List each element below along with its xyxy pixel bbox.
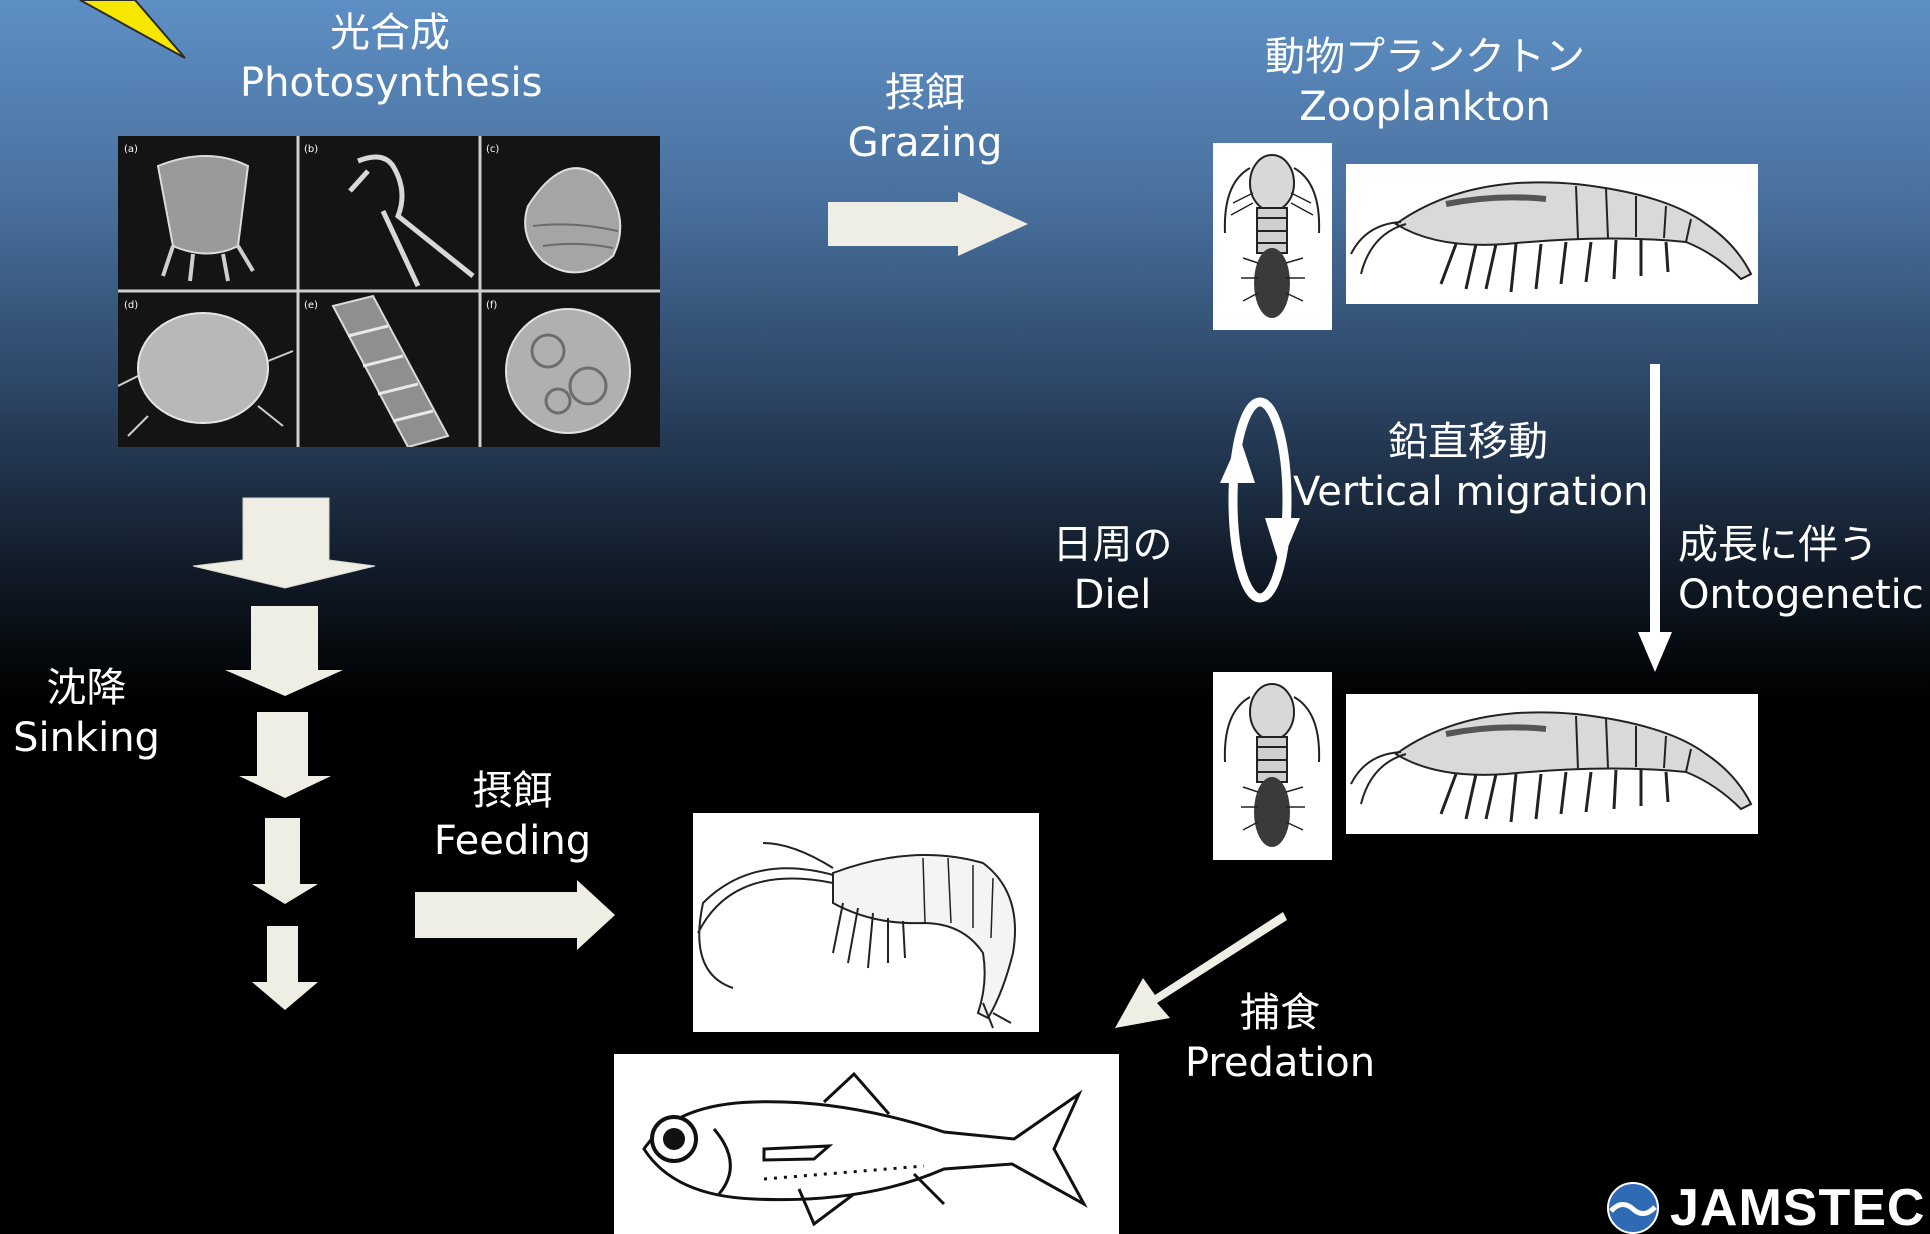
copepod-image-lower xyxy=(1213,672,1332,860)
grazing-en: Grazing xyxy=(815,118,1035,168)
photosynthesis-ja: 光合成 xyxy=(240,8,540,58)
jamstec-wave-icon xyxy=(1606,1181,1660,1234)
phyto-tag-f: (f) xyxy=(486,300,497,311)
vertical-migration-label: 鉛直移動 Vertical migration xyxy=(1293,417,1643,517)
krill-drawing xyxy=(1346,164,1758,304)
copepod-drawing xyxy=(1213,143,1332,330)
grazing-arrow xyxy=(828,192,1028,256)
predation-ja: 捕食 xyxy=(1180,988,1380,1038)
photosynthesis-label: 光合成 Photosynthesis xyxy=(240,8,540,108)
jamstec-text: JAMSTEC xyxy=(1670,1178,1925,1234)
predation-label: 捕食 Predation xyxy=(1180,988,1380,1088)
grazing-ja: 摂餌 xyxy=(815,68,1035,118)
fish-image xyxy=(614,1054,1119,1234)
ontogenetic-arrow xyxy=(1630,364,1680,672)
sinking-label: 沈降 Sinking xyxy=(4,663,169,763)
copepod-image-upper xyxy=(1213,143,1332,330)
ontogenetic-ja: 成長に伴う xyxy=(1678,520,1930,570)
diel-label: 日周の Diel xyxy=(1045,520,1180,620)
vertical-migration-ja: 鉛直移動 xyxy=(1293,417,1643,467)
phyto-tag-b: (b) xyxy=(304,144,318,155)
shrimp-image xyxy=(693,813,1039,1032)
krill-drawing-lower xyxy=(1346,694,1758,834)
diel-ja: 日周の xyxy=(1045,520,1180,570)
feeding-en: Feeding xyxy=(415,816,610,866)
phytoplankton-image: (a) (b) (c) (d) (e) (f) xyxy=(118,136,660,447)
zooplankton-ja: 動物プランクトン xyxy=(1220,32,1630,82)
feeding-label: 摂餌 Feeding xyxy=(415,766,610,866)
lanternfish-drawing xyxy=(614,1054,1119,1234)
zooplankton-label: 動物プランクトン Zooplankton xyxy=(1220,32,1630,132)
phyto-tag-a: (a) xyxy=(124,144,138,155)
phyto-tag-c: (c) xyxy=(486,144,499,155)
ontogenetic-en: Ontogenetic xyxy=(1678,570,1930,620)
zooplankton-en: Zooplankton xyxy=(1220,82,1630,132)
vertical-migration-en: Vertical migration xyxy=(1293,467,1643,517)
feeding-ja: 摂餌 xyxy=(415,766,610,816)
sinking-arrows xyxy=(185,498,385,1018)
krill-image-upper xyxy=(1346,164,1758,304)
photosynthesis-en: Photosynthesis xyxy=(240,58,540,108)
sinking-en: Sinking xyxy=(4,713,169,763)
phytoplankton-grid: (a) (b) (c) (d) (e) (f) xyxy=(118,136,660,447)
krill-image-lower xyxy=(1346,694,1758,834)
phyto-tag-d: (d) xyxy=(124,300,138,311)
shrimp-drawing xyxy=(693,813,1039,1032)
sinking-ja: 沈降 xyxy=(4,663,169,713)
grazing-label: 摂餌 Grazing xyxy=(815,68,1035,168)
copepod-drawing-lower xyxy=(1213,672,1332,860)
phyto-tag-e: (e) xyxy=(304,300,318,311)
diel-cycle-arrow xyxy=(1215,388,1305,613)
ontogenetic-label: 成長に伴う Ontogenetic xyxy=(1678,520,1930,620)
diel-en: Diel xyxy=(1045,570,1180,620)
jamstec-logo: JAMSTEC xyxy=(1606,1178,1925,1234)
feeding-arrow xyxy=(415,880,615,950)
predation-en: Predation xyxy=(1180,1038,1380,1088)
sun-ray-icon xyxy=(0,0,200,70)
